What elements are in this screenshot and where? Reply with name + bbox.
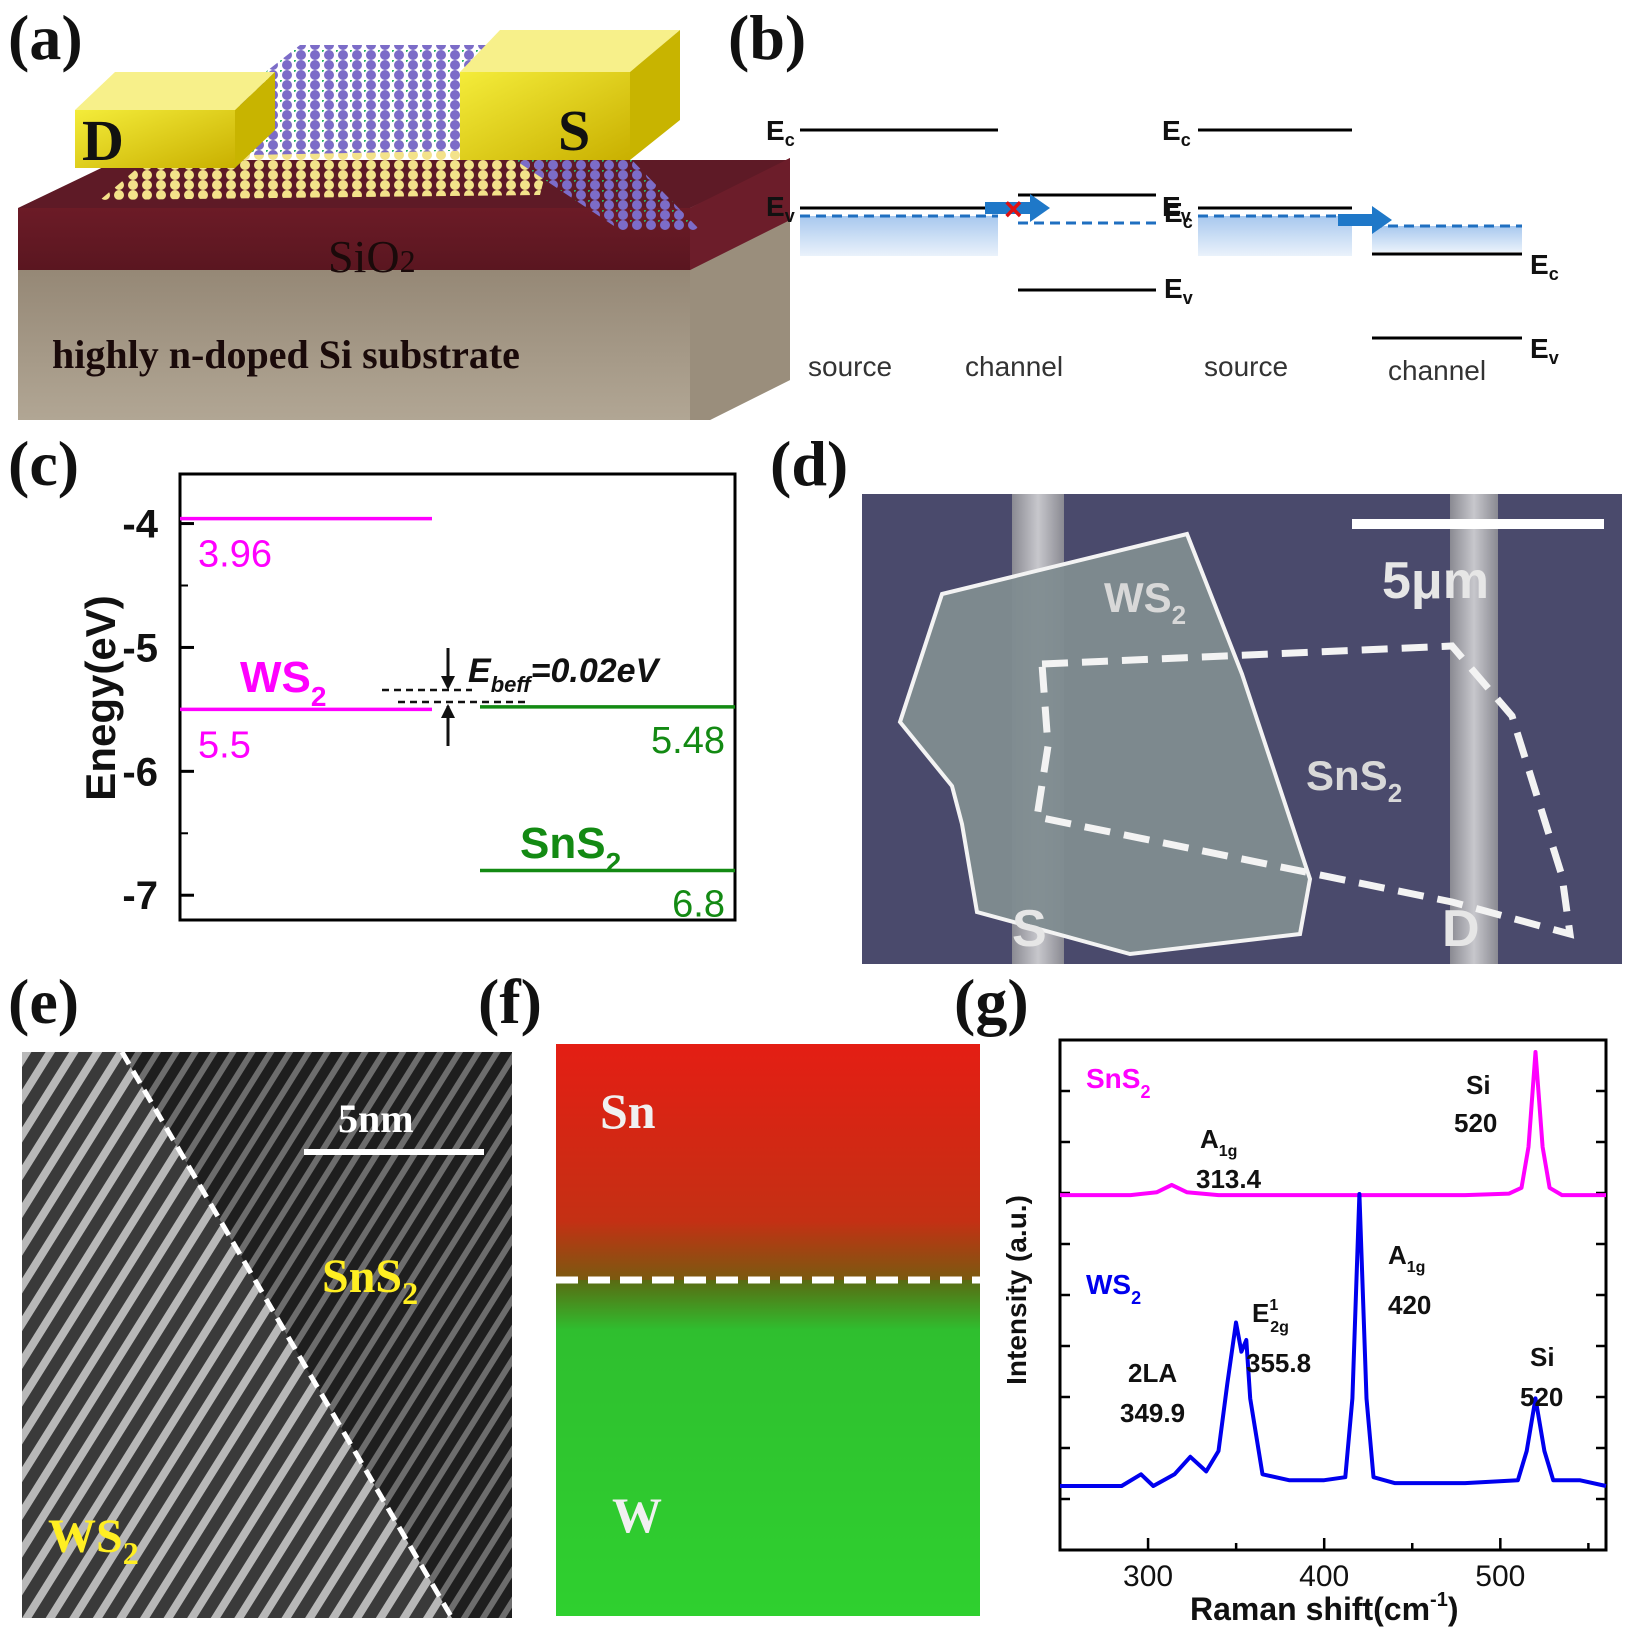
w-region [556, 1280, 980, 1616]
sns2-level-value: 5.48 [651, 720, 725, 762]
source-label-d: S [1012, 900, 1047, 958]
channel-label-right: channel [1388, 355, 1486, 386]
source-label-left: source [808, 351, 892, 382]
source-label-right: source [1204, 351, 1288, 382]
a1g-sns2-value: 313.4 [1196, 1164, 1262, 1194]
a1g-ws2-value: 420 [1388, 1290, 1431, 1320]
substrate-label: highly n-doped Si substrate [52, 332, 520, 377]
band-diagram-off: × Ec Ev Ec Ev source channel [766, 115, 1193, 382]
eds-map: Sn W [556, 1044, 980, 1616]
device-schematic: D S SiO2 highly n-doped Si substrate [18, 30, 790, 420]
panel-label-e: (e) [8, 966, 80, 1037]
drain-electrode [75, 110, 235, 168]
channel-label-left: channel [965, 351, 1063, 382]
ebeff-annotation: Ebeff=0.02eV [468, 652, 662, 697]
optical-micrograph: 5μm WS2 SnS2 S D [862, 494, 1622, 964]
y-tick-label: -7 [122, 874, 158, 918]
sn-label: Sn [600, 1083, 656, 1139]
panel-label-g: (g) [954, 966, 1029, 1037]
si-bottom-label: Si [1530, 1342, 1555, 1372]
svg-text:Ev: Ev [766, 191, 795, 226]
panel-label-c: (c) [8, 428, 80, 499]
band-diagrams: × Ec Ev Ec Ev source channel Ec Ev Ec Ev… [766, 115, 1559, 386]
e2g-value: 355.8 [1246, 1348, 1311, 1378]
y-tick-label: -6 [122, 750, 158, 794]
raman-chart: 300 400 500 Intensity (a.u.) Raman shift(c… [1001, 1038, 1608, 1627]
sns2-flake-outline [1033, 642, 1575, 939]
scale-bar-e-label: 5nm [338, 1096, 414, 1141]
band-diagram-on: Ec Ev Ec Ev source channel [1162, 115, 1559, 386]
si-top-value: 520 [1454, 1108, 1497, 1138]
svg-text:Ev: Ev [1162, 191, 1191, 226]
panel-label-f: (f) [478, 966, 542, 1037]
ws2-level-value: 3.96 [198, 534, 272, 576]
si-bottom-value: 520 [1520, 1382, 1563, 1412]
svg-text:Ev: Ev [1164, 273, 1193, 308]
w-label: W [612, 1487, 662, 1543]
oxide-layer [18, 158, 790, 270]
x-tick-label: 400 [1299, 1560, 1349, 1593]
drain-label-d: D [1442, 900, 1480, 958]
panel-label-d: (d) [770, 428, 849, 499]
twola-label: 2LA [1128, 1358, 1177, 1388]
ws2-raman-label: WS2 [1086, 1269, 1141, 1308]
ws2-series-label: WS2 [240, 653, 326, 712]
drain-label: D [82, 108, 124, 173]
sns2-level-value: 6.8 [672, 883, 725, 925]
sns2-label: SnS2 [1306, 752, 1402, 808]
ws2-label-e: WS2 [48, 1510, 139, 1571]
sns2-raman-label: SnS2 [1086, 1063, 1150, 1102]
panel-label-a: (a) [8, 2, 83, 73]
svg-text:×: × [1004, 191, 1023, 227]
svg-text:Ec: Ec [1164, 197, 1193, 232]
y-axis-label: Enegy(eV) [77, 595, 124, 800]
svg-text:Ev: Ev [1530, 333, 1559, 368]
si-top-label: Si [1466, 1070, 1491, 1100]
svg-text:Ec: Ec [766, 115, 795, 150]
sns2-label-e: SnS2 [322, 1250, 418, 1311]
ws2-level-value: 5.5 [198, 724, 251, 766]
sns2-spectrum [1060, 1050, 1606, 1198]
ws2-spectrum [1060, 1192, 1607, 1488]
raman-frame [1058, 1038, 1608, 1552]
raman-x-label: Raman shift(cm-1) [1190, 1589, 1459, 1627]
raman-y-label: Intensity (a.u.) [1001, 1195, 1032, 1385]
a1g-ws2-annotation: A1g [1388, 1240, 1425, 1276]
a1g-sns2-annotation: A1g [1200, 1124, 1237, 1160]
band-alignment-chart: -4 -5 -6 -7 3.96 5.5 5.48 6.8 Enegy(eV) WS2 Sn… [77, 472, 737, 925]
plot-frame [178, 472, 737, 922]
source-electrode [460, 72, 630, 160]
y-tick-label: -5 [122, 626, 158, 670]
svg-text:Ec: Ec [1530, 249, 1559, 284]
sn-region [556, 1044, 980, 1280]
svg-text:Ec: Ec [1162, 115, 1191, 150]
y-tick-label: -4 [122, 503, 158, 547]
source-label: S [558, 98, 590, 163]
panel-label-b: (b) [728, 2, 807, 73]
x-tick-label: 300 [1123, 1560, 1173, 1593]
scale-bar-label: 5μm [1382, 552, 1489, 610]
twola-value: 349.9 [1120, 1398, 1185, 1428]
sns2-series-label: SnS2 [520, 819, 621, 878]
drain-electrode-strip [1450, 494, 1498, 964]
oxide-label: SiO2 [328, 231, 416, 282]
ws2-label: WS2 [1104, 574, 1186, 630]
x-tick-label: 500 [1475, 1560, 1525, 1593]
hrtem-image: 5nm SnS2 WS2 [22, 1052, 512, 1618]
